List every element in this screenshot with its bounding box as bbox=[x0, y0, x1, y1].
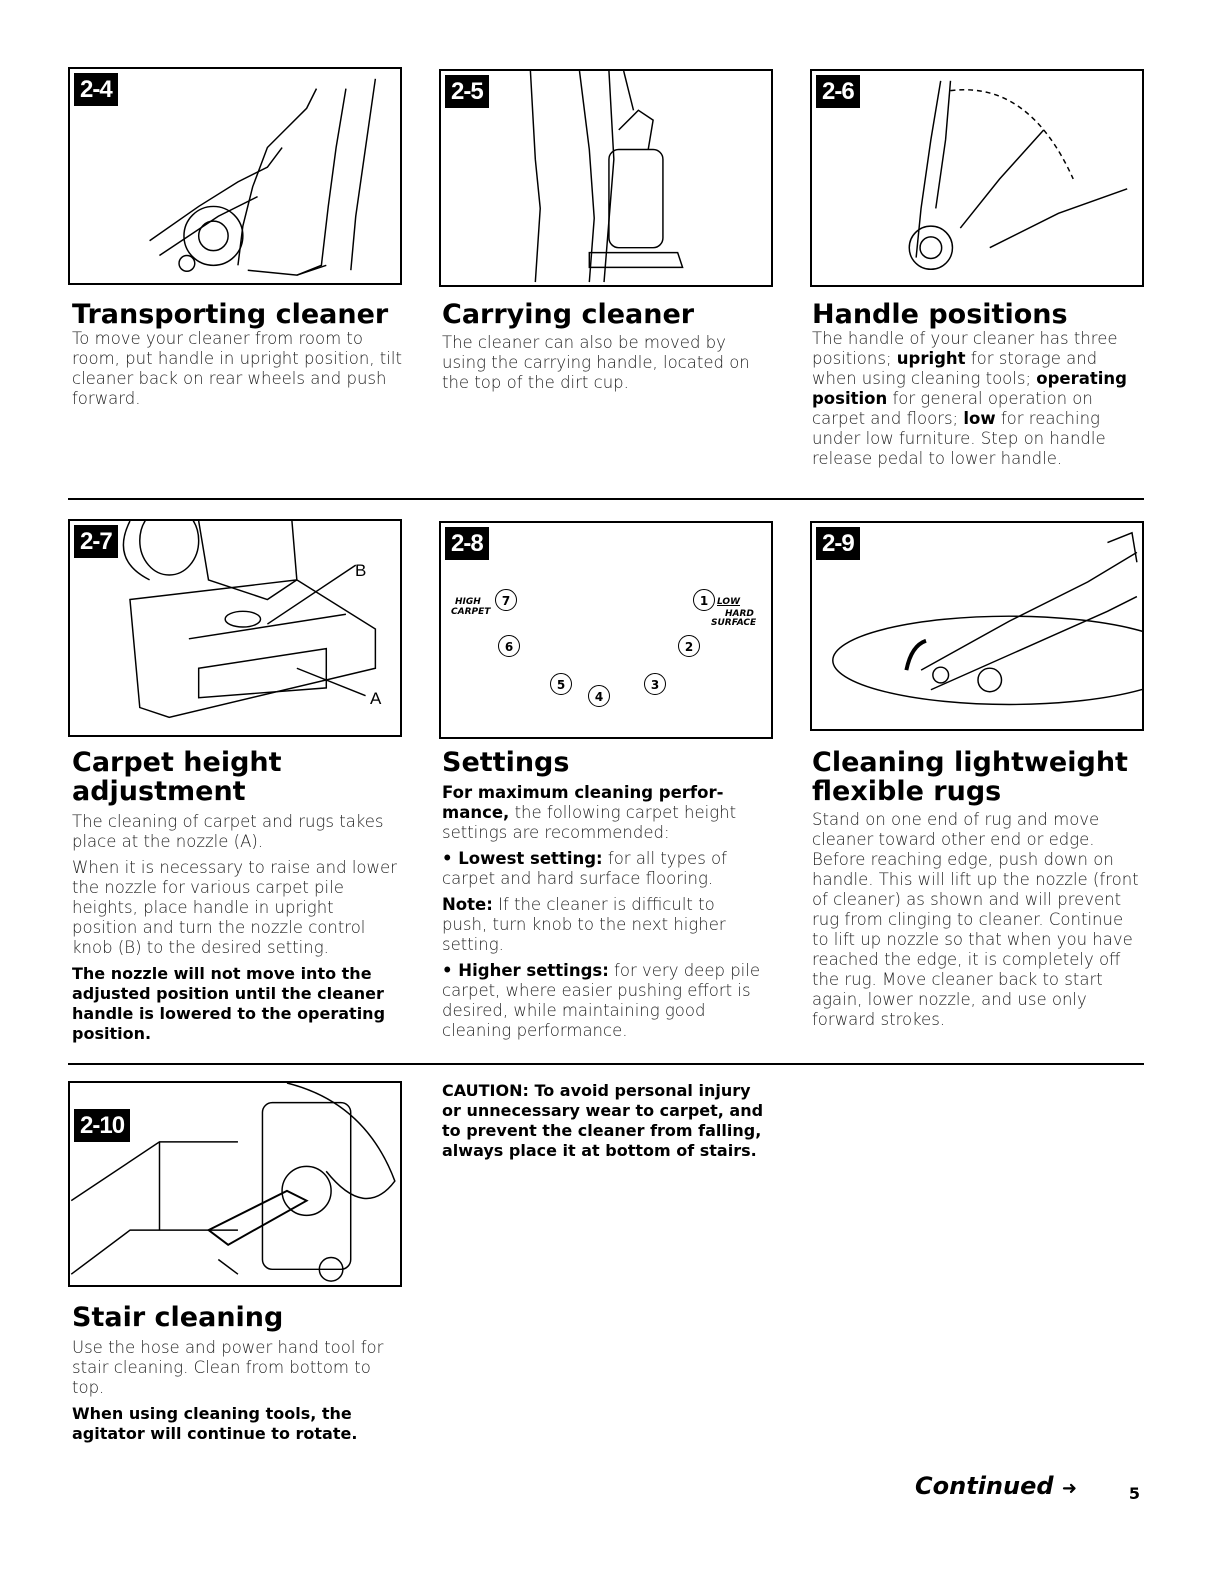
divider bbox=[68, 498, 1144, 500]
settings-body-2: Lowest setting: for all types of carpet … bbox=[442, 849, 762, 889]
low-label: LOW bbox=[717, 597, 740, 607]
section-body-3: The nozzle will not move into the adjust… bbox=[72, 964, 386, 1043]
rug-illustration bbox=[832, 531, 1142, 706]
setting-4: 4 bbox=[588, 685, 610, 707]
figure-badge: 2-7 bbox=[74, 525, 118, 558]
setting-6: 6 bbox=[498, 635, 520, 657]
section-title: Carrying cleaner bbox=[442, 299, 695, 330]
hard-label: HARD bbox=[725, 609, 754, 619]
section-body: To move your cleaner from room to room, … bbox=[72, 329, 402, 408]
settings-body-1: For maximum cleaning perfor­mance, the f… bbox=[442, 783, 737, 842]
section-stair: Stair cleaning Use the hose and power ha… bbox=[72, 1303, 404, 1444]
setting-3: 3 bbox=[644, 673, 666, 695]
stair-illustration bbox=[70, 1083, 396, 1282]
section-title: Cleaning lightweight flexible rugs bbox=[812, 747, 1128, 807]
figure-badge: 2-10 bbox=[74, 1109, 131, 1142]
page-number: 5 bbox=[1128, 1484, 1140, 1503]
section-transporting: Transporting cleaner To move your cleane… bbox=[72, 300, 402, 409]
section-title: Settings bbox=[442, 747, 570, 778]
transport-illustration bbox=[149, 78, 377, 276]
setting-1: 1 bbox=[693, 589, 715, 611]
figure-badge: 2-6 bbox=[816, 75, 860, 108]
figure-2-7-carpet-height: 2-7 B A bbox=[68, 519, 402, 737]
figure-2-9-rugs: 2-9 bbox=[810, 521, 1144, 731]
section-body-2: When using cleaning tools, the agitator … bbox=[72, 1404, 358, 1443]
section-body: The cleaner can also be moved by using t… bbox=[442, 333, 750, 392]
figure-badge: 2-8 bbox=[445, 527, 489, 560]
label-a: A bbox=[370, 689, 382, 708]
section-body: The handle of your cleaner has three pos… bbox=[812, 329, 1127, 468]
figure-badge: 2-9 bbox=[816, 527, 860, 560]
section-title: Stair cleaning bbox=[72, 1302, 284, 1333]
section-body: Stand on one end of rug and move cleaner… bbox=[812, 810, 1139, 1029]
section-title: Handle positions bbox=[812, 299, 1068, 330]
section-carrying: Carrying cleaner The cleaner can also be… bbox=[442, 300, 762, 393]
high-label: HIGH bbox=[455, 597, 481, 607]
figure-2-6-handle-positions: 2-6 bbox=[810, 69, 1144, 287]
divider bbox=[68, 1063, 1144, 1065]
figure-2-5-carrying: 2-5 bbox=[439, 69, 773, 287]
settings-body-4: Higher settings: for very deep pile carp… bbox=[442, 961, 762, 1041]
section-handle-positions: Handle positions The handle of your clea… bbox=[812, 300, 1142, 469]
label-b: B bbox=[355, 561, 367, 580]
section-body-1: The cleaning of carpet and rugs takes pl… bbox=[72, 812, 384, 851]
figure-2-8-settings-dial: 2-8 HIGH CARPET 7 1 LOW HARD SURFACE 6 2… bbox=[439, 521, 773, 739]
settings-body-3: Note: If the cleaner is difficult to pus… bbox=[442, 895, 726, 954]
setting-2: 2 bbox=[678, 635, 700, 657]
section-title: Carpet height adjustment bbox=[72, 747, 282, 807]
arrow-right-icon: ➜ bbox=[1061, 1478, 1077, 1499]
section-body-2: When it is necessary to raise and lower … bbox=[72, 858, 397, 957]
section-title: Transporting cleaner bbox=[72, 299, 389, 330]
nozzle-illustration bbox=[122, 521, 377, 719]
figure-badge: 2-4 bbox=[74, 73, 118, 106]
figure-2-10-stair: 2-10 bbox=[68, 1081, 402, 1287]
section-carpet-height: Carpet height adjustment The cleaning of… bbox=[72, 748, 404, 1044]
continued-label: Continued ➜ bbox=[915, 1472, 1077, 1500]
caution-note: CAUTION: To avoid personal injury or unn… bbox=[442, 1081, 772, 1161]
carpet-label: CARPET bbox=[451, 607, 491, 617]
setting-5: 5 bbox=[550, 673, 572, 695]
setting-7: 7 bbox=[495, 589, 517, 611]
section-rugs: Cleaning lightweight flexible rugs Stand… bbox=[812, 748, 1142, 1030]
figure-badge: 2-5 bbox=[445, 75, 489, 108]
section-settings: Settings For maximum cleaning perfor­man… bbox=[442, 748, 762, 1041]
section-body-1: Use the hose and power hand tool for sta… bbox=[72, 1338, 384, 1397]
surface-label: SURFACE bbox=[711, 618, 757, 628]
figure-2-4-transporting: 2-4 bbox=[68, 67, 402, 285]
handle-illustration bbox=[908, 80, 1128, 271]
carry-illustration bbox=[529, 71, 684, 283]
caution-text: CAUTION: To avoid personal injury or unn… bbox=[442, 1081, 764, 1160]
